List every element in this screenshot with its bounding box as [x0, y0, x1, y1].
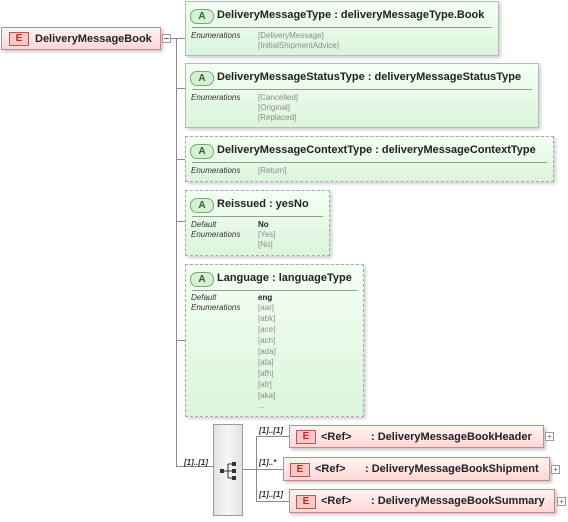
attribute-badge-icon: A: [190, 198, 214, 213]
connector-children-trunk: [256, 436, 257, 501]
divider: [192, 162, 547, 163]
default-value: No: [258, 220, 269, 229]
enumerations-label: Enumerations: [191, 303, 241, 312]
attribute-delivery-message-context-type[interactable]: A DeliveryMessageContextType : deliveryM…: [185, 136, 554, 182]
enumerations-label: Enumerations: [191, 230, 241, 239]
connector-sequence: [176, 466, 213, 467]
divider: [192, 27, 492, 28]
connector-attr-5: [176, 340, 185, 341]
enum-value: [Replaced]: [258, 113, 297, 122]
enum-ellipsis: ...: [258, 401, 265, 410]
enumerations-label: Enumerations: [191, 166, 241, 175]
attribute-badge-icon: A: [190, 272, 214, 287]
attribute-title: DeliveryMessageStatusType : deliveryMess…: [217, 71, 522, 83]
divider: [192, 89, 532, 90]
attribute-badge-icon: A: [190, 9, 214, 24]
connector-attr-1: [176, 38, 185, 39]
enum-value: [afh]: [258, 369, 274, 378]
collapse-root-minus-icon[interactable]: [162, 34, 171, 43]
enum-value: [Return]: [258, 166, 287, 175]
enum-value: [aka]: [258, 391, 276, 400]
connector-attr-3: [176, 159, 185, 160]
attribute-badge-icon: A: [190, 71, 214, 86]
ref-label: <Ref>: [321, 431, 352, 443]
expand-plus-icon[interactable]: +: [557, 497, 566, 506]
attribute-delivery-message-status-type[interactable]: A DeliveryMessageStatusType : deliveryMe…: [185, 63, 539, 128]
enum-value: [DeliveryMessage]: [258, 31, 324, 40]
ref-label: <Ref>: [321, 495, 352, 507]
connector-trunk: [176, 38, 177, 466]
attribute-reissued[interactable]: A Reissued : yesNo Default No Enumeratio…: [185, 190, 330, 256]
attribute-title: DeliveryMessageContextType : deliveryMes…: [217, 144, 536, 156]
root-element[interactable]: E DeliveryMessageBook: [1, 27, 161, 50]
expand-plus-icon[interactable]: +: [551, 465, 560, 474]
enumerations-label: Enumerations: [191, 93, 241, 102]
child-element-name: : DeliveryMessageBookShipment: [365, 463, 539, 475]
child-element-name: : DeliveryMessageBookHeader: [371, 431, 532, 443]
element-badge-icon: E: [296, 430, 316, 444]
attribute-delivery-message-type[interactable]: A DeliveryMessageType : deliveryMessageT…: [185, 1, 499, 56]
attribute-title: Reissued : yesNo: [217, 198, 309, 210]
default-label: Default: [191, 220, 217, 229]
attribute-badge-icon: A: [190, 144, 214, 159]
default-value: eng: [258, 293, 273, 302]
default-label: Default: [191, 293, 217, 302]
child-element-header[interactable]: E <Ref> : DeliveryMessageBookHeader: [289, 425, 544, 448]
divider: [192, 290, 357, 291]
child-element-shipment[interactable]: E <Ref> : DeliveryMessageBookShipment: [283, 457, 550, 481]
connector-seq-out: [243, 469, 256, 470]
enum-value: [afa]: [258, 358, 274, 367]
sequence-cardinality: [1]..[1]: [184, 458, 208, 467]
sequence-compositor-icon: [220, 462, 236, 480]
element-badge-icon: E: [290, 463, 310, 477]
attribute-title: Language : languageType: [217, 272, 352, 284]
connector-child-1: [256, 436, 289, 437]
connector-attr-2: [176, 88, 185, 89]
enum-value: [ada]: [258, 347, 276, 356]
divider: [192, 216, 323, 217]
child-cardinality: [1]..*: [259, 458, 277, 467]
enum-value: [Cancelled]: [258, 93, 299, 102]
enum-value: [Original]: [258, 103, 291, 112]
child-cardinality: [1]..[1]: [259, 490, 283, 499]
enum-value: [InitialShipmentAdvice]: [258, 41, 339, 50]
enum-value: [ace]: [258, 325, 276, 334]
expand-plus-icon[interactable]: +: [545, 432, 554, 441]
enum-value: [Yes]: [258, 230, 276, 239]
connector-child-2: [256, 469, 283, 470]
enum-value: [No]: [258, 240, 273, 249]
connector-attr-4: [176, 221, 185, 222]
ref-label: <Ref>: [315, 463, 346, 475]
root-element-name: DeliveryMessageBook: [35, 33, 152, 45]
child-element-summary[interactable]: E <Ref> : DeliveryMessageBookSummary: [289, 489, 555, 513]
enum-value: [afr]: [258, 380, 272, 389]
child-cardinality: [1]..[1]: [259, 426, 283, 435]
enum-value: [ach]: [258, 336, 276, 345]
attribute-title: DeliveryMessageType : deliveryMessageTyp…: [217, 9, 485, 21]
child-element-name: : DeliveryMessageBookSummary: [371, 495, 545, 507]
attribute-language[interactable]: A Language : languageType Default eng En…: [185, 264, 364, 417]
element-badge-icon: E: [296, 495, 316, 509]
sequence-compositor[interactable]: [213, 424, 243, 516]
enum-value: [aar]: [258, 303, 275, 312]
enum-value: [abk]: [258, 314, 276, 323]
element-badge-icon: E: [9, 32, 29, 46]
connector-child-3: [256, 501, 289, 502]
enumerations-label: Enumerations: [191, 31, 241, 40]
